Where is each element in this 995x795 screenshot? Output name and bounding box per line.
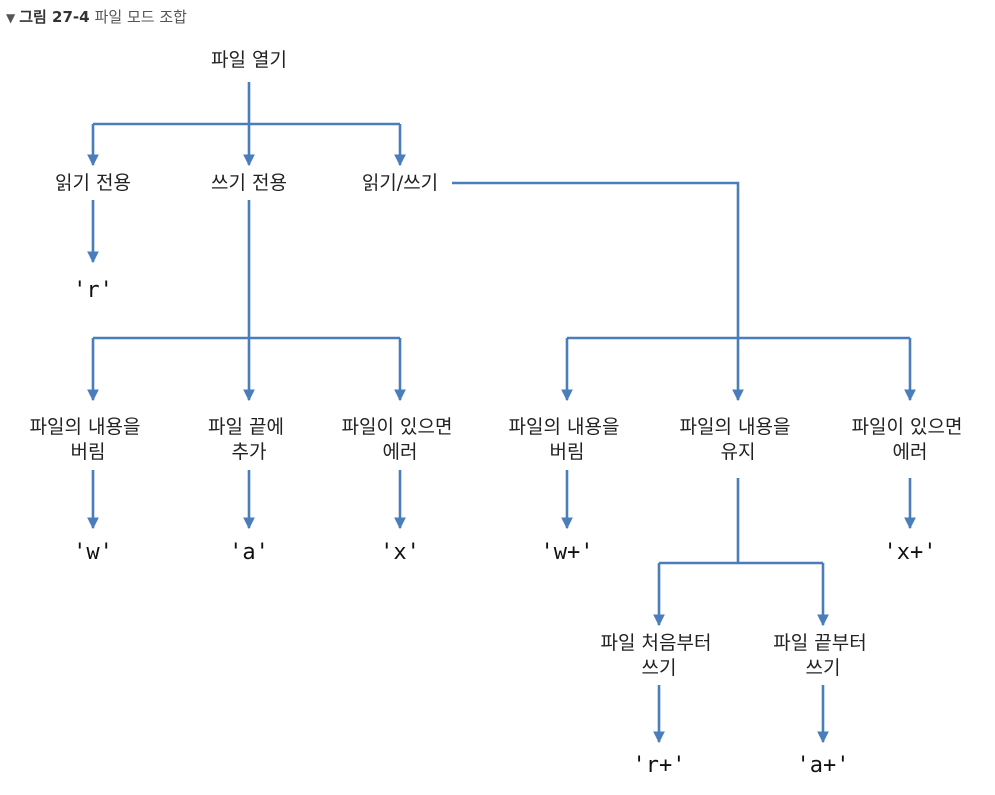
node-rw-from-end-line2: 쓰기 bbox=[806, 657, 841, 679]
mode-r-plus: 'r+' bbox=[633, 753, 686, 778]
node-rw-keep-line1: 파일의 내용을 bbox=[680, 416, 791, 438]
figure-number: 그림 27-4 bbox=[19, 8, 90, 26]
caption-marker: ▼ bbox=[6, 11, 16, 25]
node-rw-from-start: 파일 처음부터 쓰기 bbox=[601, 632, 718, 679]
mode-w-plus: 'w+' bbox=[541, 540, 594, 565]
node-wo-truncate-line2: 버림 bbox=[71, 441, 106, 463]
connectors bbox=[87, 82, 916, 744]
node-rw-keep-line2: 유지 bbox=[721, 441, 756, 463]
mode-w: 'w' bbox=[73, 540, 113, 565]
node-wo-exclusive-line1: 파일이 있으면 bbox=[342, 416, 453, 438]
node-rw-truncate-line2: 버림 bbox=[550, 441, 585, 463]
node-rw-exclusive: 파일이 있으면 에러 bbox=[852, 416, 969, 463]
node-wo-append: 파일 끝에 추가 bbox=[208, 416, 290, 463]
node-read-write: 읽기/쓰기 bbox=[362, 172, 438, 194]
node-labels: 파일 열기 읽기 전용 쓰기 전용 읽기/쓰기 파일의 내용을 버림 파일 끝에… bbox=[30, 49, 969, 679]
node-write-only: 쓰기 전용 bbox=[211, 172, 287, 194]
mode-a: 'a' bbox=[229, 540, 269, 565]
node-rw-truncate: 파일의 내용을 버림 bbox=[509, 416, 626, 463]
connector-read-write-elbow bbox=[452, 181, 740, 338]
node-wo-truncate: 파일의 내용을 버림 bbox=[30, 416, 147, 463]
mode-x: 'x' bbox=[380, 540, 420, 565]
node-rw-from-end-line1: 파일 끝부터 bbox=[773, 632, 866, 654]
node-read-only: 읽기 전용 bbox=[55, 172, 131, 194]
node-rw-truncate-line1: 파일의 내용을 bbox=[509, 416, 620, 438]
node-rw-keep: 파일의 내용을 유지 bbox=[680, 416, 797, 463]
node-wo-exclusive: 파일이 있으면 에러 bbox=[342, 416, 459, 463]
node-open-file: 파일 열기 bbox=[211, 49, 287, 71]
mode-r: 'r' bbox=[73, 278, 113, 303]
node-rw-from-end: 파일 끝부터 쓰기 bbox=[773, 632, 873, 679]
node-rw-exclusive-line1: 파일이 있으면 bbox=[852, 416, 963, 438]
node-rw-from-start-line2: 쓰기 bbox=[642, 657, 677, 679]
node-wo-truncate-line1: 파일의 내용을 bbox=[30, 416, 141, 438]
node-wo-exclusive-line2: 에러 bbox=[383, 441, 418, 463]
node-wo-append-line1: 파일 끝에 bbox=[208, 416, 284, 438]
mode-a-plus: 'a+' bbox=[797, 753, 850, 778]
figure-title: 파일 모드 조합 bbox=[94, 8, 187, 26]
node-wo-append-line2: 추가 bbox=[232, 441, 267, 463]
mode-labels: 'r' 'w' 'a' 'x' 'w+' 'x+' 'r+' 'a+' bbox=[73, 278, 936, 778]
mode-x-plus: 'x+' bbox=[884, 540, 937, 565]
node-rw-exclusive-line2: 에러 bbox=[893, 441, 928, 463]
node-rw-from-start-line1: 파일 처음부터 bbox=[601, 632, 712, 654]
